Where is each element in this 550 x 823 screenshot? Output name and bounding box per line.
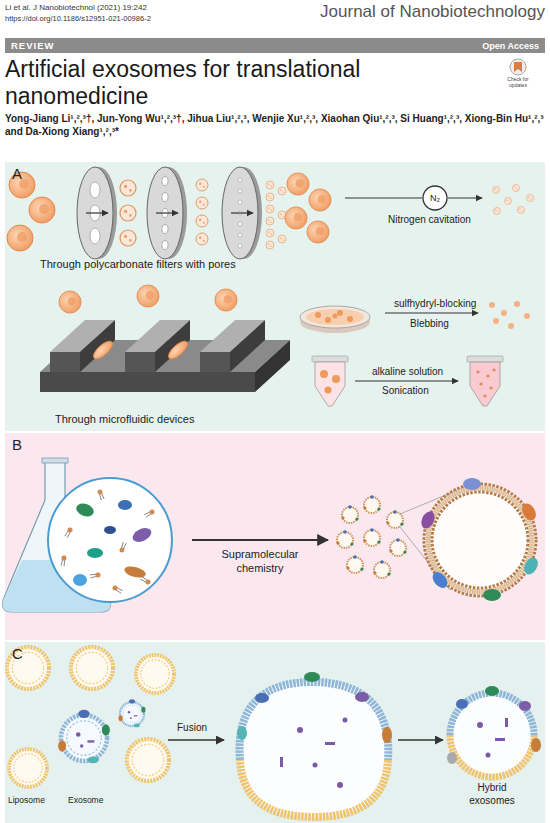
journal-name: Journal of Nanobiotechnology [320, 1, 545, 22]
figure-panel: A N₂ [5, 162, 545, 431]
gas-symbol: N₂ [422, 185, 448, 211]
update-badge [510, 59, 526, 75]
paper-title: Artificial exosomes for translational na… [5, 56, 485, 110]
figure-panel: B [5, 433, 545, 640]
doi-link: https://doi.org/10.1186/s12951-021-00986… [5, 14, 151, 23]
citation: Li et al. J Nanobiotechnol (2021) 19:242 [5, 3, 147, 13]
vesicle-label: Exosome [68, 795, 103, 806]
method-label: Sonication [382, 385, 429, 398]
panel-letter: C [12, 645, 23, 662]
method-label: Blebbing [410, 318, 449, 331]
update-badge [514, 62, 522, 72]
badge-text: Check for updates [498, 76, 538, 89]
access-label: Open Access [482, 41, 539, 51]
method-label: Nitrogen cavitation [388, 214, 471, 227]
method-label: Through polycarbonate filters with pores [40, 258, 236, 272]
method-label: Supramolecular chemistry [205, 548, 315, 576]
method-label: sulfhydryl-blocking [394, 298, 476, 311]
article-type: REVIEW [11, 40, 54, 51]
circle-outline [423, 186, 447, 210]
article-type-band: REVIEW Open Access [5, 38, 545, 53]
panel-letter: A [12, 165, 22, 182]
panel-letter: B [12, 436, 22, 453]
gas-circle: N₂ [422, 185, 448, 211]
update-badge [510, 59, 526, 75]
vesicle-label: Liposome [8, 795, 45, 806]
method-label: Through microfluidic devices [55, 413, 194, 427]
author-list: Yong-Jiang Li¹,²,³†, Jun-Yong Wu¹,²,³†, … [5, 113, 545, 138]
method-label: Fusion [177, 722, 207, 735]
vesicle-label: Hybrid exosomes [457, 782, 527, 807]
method-label: alkaline solution [372, 366, 443, 379]
